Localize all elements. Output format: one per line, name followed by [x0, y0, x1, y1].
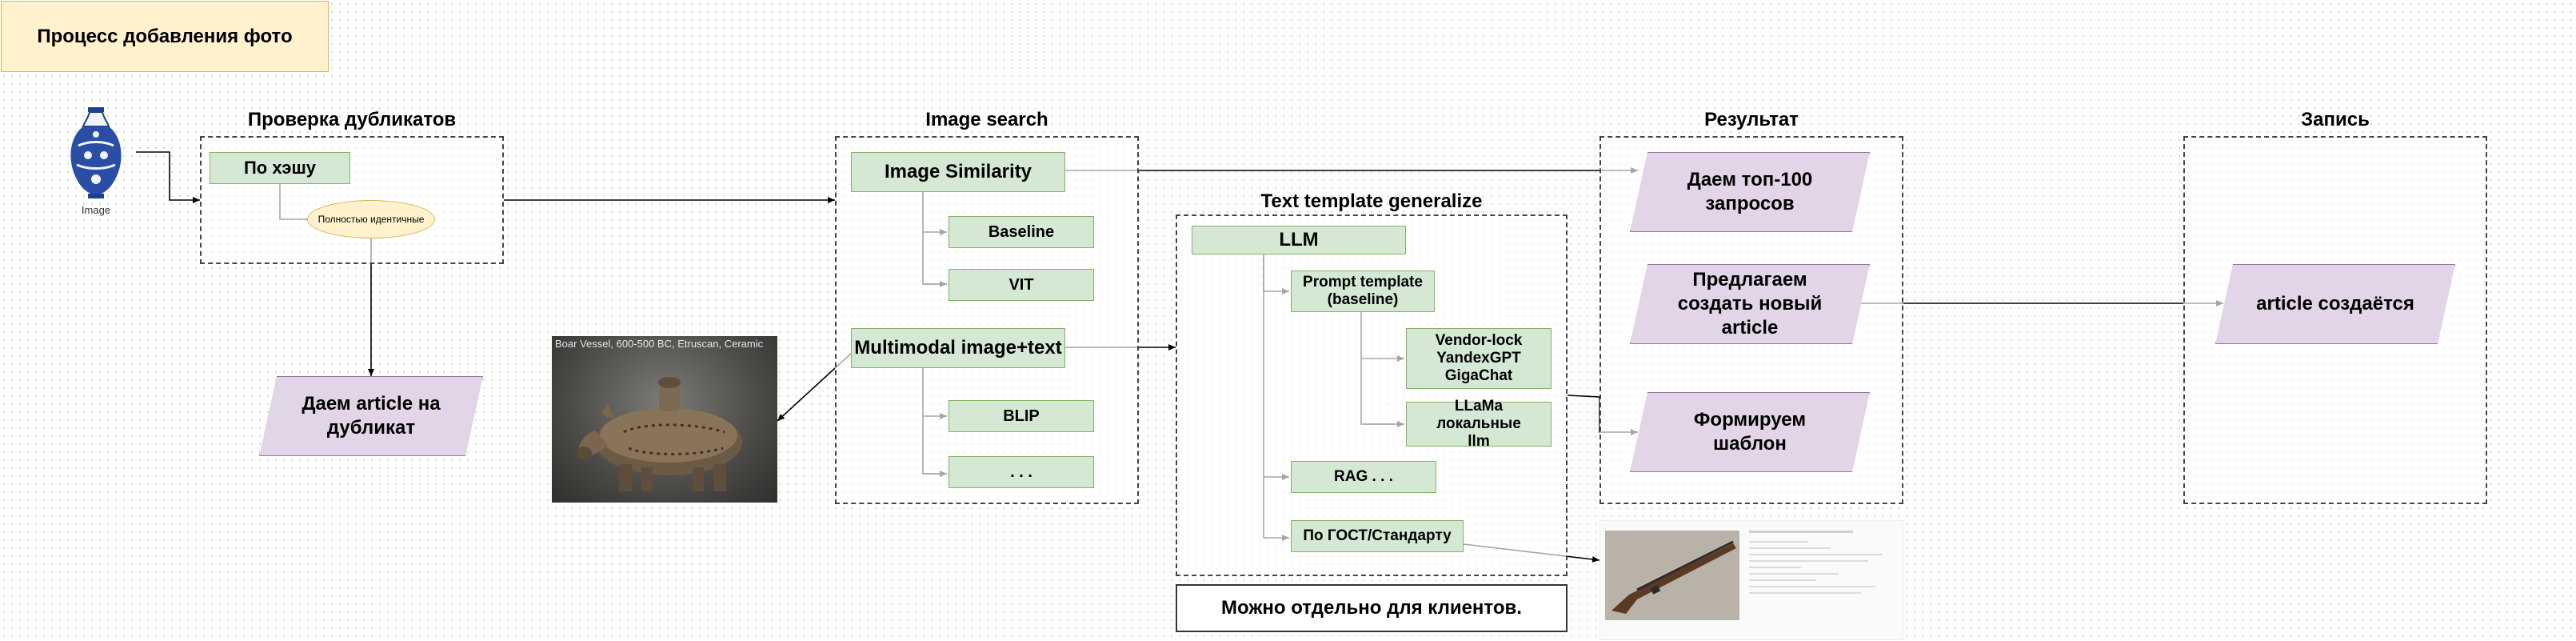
- give-article-duplicate-text: Даем article на дубликат: [302, 393, 441, 439]
- boar-photo-caption: Boar Vessel, 600-500 BC, Etruscan, Ceram…: [555, 338, 764, 350]
- clients-note: Можно отдельно для клиентов.: [1176, 584, 1568, 632]
- section-title-duplicates: Проверка дубликатов: [247, 109, 457, 130]
- article-created-text: article создаётся: [2256, 293, 2414, 314]
- top100-box: Даем топ-100 запросов: [1630, 152, 1870, 232]
- section-title-record: Запись: [2301, 109, 2370, 130]
- rag-box: RAG . . .: [1291, 461, 1436, 493]
- more-models-box: . . .: [949, 456, 1094, 488]
- new-article-box: Предлагаем создать новый article: [1630, 264, 1870, 344]
- give-article-duplicate: Даем article на дубликат: [259, 376, 483, 456]
- form-template-box: Формируем шаблон: [1630, 392, 1870, 472]
- section-title-text-template: Text template generalize: [1260, 190, 1483, 212]
- new-article-text: Предлагаем создать новый article: [1677, 269, 1823, 339]
- source-image-caption: Image: [81, 204, 111, 216]
- top100-text: Даем топ-100 запросов: [1687, 169, 1813, 214]
- vase-icon: [70, 107, 122, 198]
- source-image: Image: [64, 106, 128, 218]
- prompt-template-box: Prompt template (baseline): [1291, 270, 1435, 312]
- duplicates-container: [200, 136, 504, 264]
- diagram-title: Процесс добавления фото: [1, 1, 329, 72]
- boar-vessel-image: Boar Vessel, 600-500 BC, Etruscan, Ceram…: [552, 336, 777, 503]
- rifle-icon: [1611, 540, 1736, 614]
- hash-check-box: По хэшу: [210, 152, 350, 184]
- vit-box: VIT: [949, 269, 1094, 301]
- multimodal-box: Multimodal image+text: [851, 328, 1065, 368]
- blip-box: BLIP: [949, 400, 1094, 432]
- article-created-box: article создаётся: [2215, 264, 2455, 344]
- document-text-lines: [1749, 527, 1898, 599]
- baseline-box: Baseline: [949, 216, 1094, 248]
- identical-label: Полностью идентичные: [307, 200, 435, 238]
- image-search-container: [835, 136, 1139, 504]
- boar-vessel-drawing: [576, 377, 742, 491]
- vendor-lock-box: Vendor-lock YandexGPT GigaChat: [1406, 328, 1552, 389]
- gost-box: По ГОСТ/Стандарту: [1291, 520, 1464, 552]
- section-title-image-search: Image search: [925, 109, 1048, 130]
- form-template-text: Формируем шаблон: [1693, 409, 1807, 455]
- diagram-title-text: Процесс добавления фото: [37, 25, 293, 47]
- rifle-document-image: [1600, 520, 1903, 640]
- section-title-result: Результат: [1704, 109, 1799, 130]
- llm-box: LLM: [1192, 226, 1406, 254]
- llama-box: LLaMa локальные llm: [1406, 398, 1552, 450]
- edge-image-to-duplicates: [136, 151, 200, 203]
- image-similarity-box: Image Similarity: [851, 152, 1065, 192]
- rifle-photo: [1605, 531, 1739, 620]
